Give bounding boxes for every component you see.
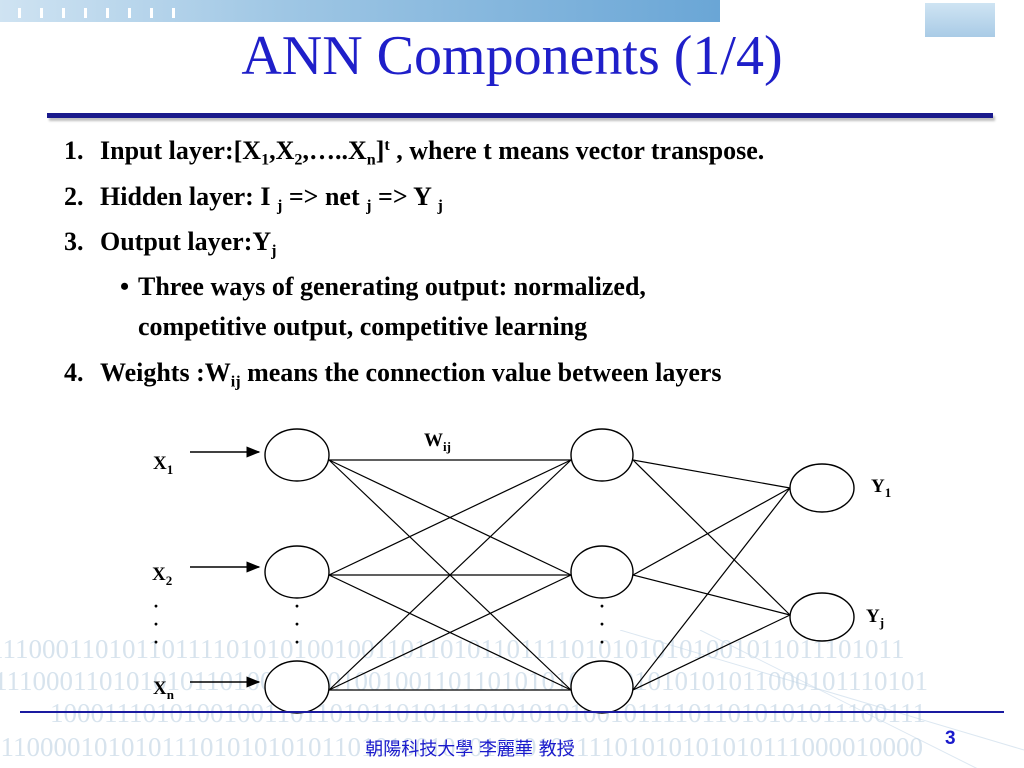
ellipsis-dot: · [153, 632, 159, 652]
list-text: Hidden layer: I j => net j => Y j [100, 182, 443, 215]
ellipsis-dot: · [294, 614, 300, 634]
list-text: Weights :Wij means the connection value … [100, 358, 722, 391]
ellipsis-dot: · [599, 632, 605, 652]
sub-bullet-line-2: competitive output, competitive learning [138, 312, 588, 341]
input-neuron [264, 660, 330, 714]
ellipsis-dot: · [294, 596, 300, 616]
title-underline [47, 113, 993, 118]
binary-row-1: 1110001101011011110101010010011011010110… [0, 634, 904, 664]
list-number: 2. [64, 182, 84, 211]
list-number: 1. [64, 136, 84, 165]
list-text: Input layer:[X1,X2,…..Xn]t , where t mea… [100, 136, 765, 169]
ellipsis-dot: · [153, 596, 159, 616]
output-label-yj: Yj [866, 606, 884, 630]
list-number: 3. [64, 227, 84, 256]
hidden-neuron [570, 660, 634, 714]
ellipsis-dot: · [153, 614, 159, 634]
connection-line [632, 459, 791, 489]
list-text: Output layer:Yj [100, 227, 277, 260]
header-corner-block [925, 3, 995, 37]
connection-line [328, 459, 572, 691]
connection-line [632, 459, 791, 616]
bullet-glyph: • [120, 272, 130, 301]
ellipsis-dot: · [599, 596, 605, 616]
output-neuron [789, 592, 855, 642]
output-label-y1: Y1 [871, 476, 891, 500]
input-label-x2: X2 [152, 564, 172, 588]
footer-divider [20, 711, 1004, 713]
header-tick-marks [18, 8, 188, 18]
connection-line [328, 574, 572, 691]
connection-line [328, 459, 572, 576]
header-decoration-bar [0, 0, 720, 22]
slide-title: ANN Components (1/4) [241, 25, 783, 87]
binary-row-4: 1110000101010111010101010110101001010101… [0, 732, 923, 762]
ellipsis-dot: · [599, 614, 605, 634]
input-neuron [264, 428, 330, 482]
sub-bullet-line-1: Three ways of generating output: normali… [138, 272, 646, 301]
ellipsis-dot: · [294, 632, 300, 652]
hidden-neuron [570, 545, 634, 599]
list-number: 4. [64, 358, 84, 387]
binary-row-3: 1000111010100100110110101101011101010101… [50, 698, 926, 728]
connection-line [632, 487, 791, 691]
output-neuron [789, 463, 855, 513]
weight-label: Wij [424, 430, 451, 454]
footer-author: 朝陽科技大學 李麗華 教授 [365, 739, 575, 760]
connection-line [632, 487, 791, 576]
binary-row-2: 1110001101010101101001000010010011011010… [0, 666, 928, 696]
hidden-neuron [570, 428, 634, 482]
input-arrows [190, 446, 261, 688]
binary-background: 1110001101011011110101010010011011010110… [0, 630, 1024, 768]
connection-line [632, 614, 791, 691]
input-neuron [264, 545, 330, 599]
ellipsis-dots: · · · · · · · · · [153, 596, 605, 652]
page-number: 3 [945, 728, 956, 749]
neurons [264, 428, 855, 714]
input-label-xn: Xn [153, 678, 175, 702]
connections [328, 459, 791, 691]
input-label-x1: X1 [153, 453, 173, 477]
connection-line [632, 574, 791, 616]
